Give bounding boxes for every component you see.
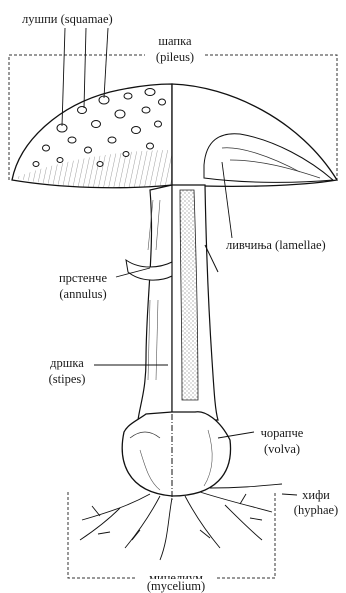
label-volva-sr: чорапче [254,426,310,440]
label-pileus-sr: шапка [145,34,205,48]
cap-left [12,84,172,188]
label-stipes-la: (stipes) [40,372,94,386]
stem-left [126,185,172,420]
label-hyphae-la: (hyphae) [288,503,344,517]
label-hyphae-sr: хифи [288,488,344,502]
label-annulus-sr: прстенче [52,271,114,285]
stem-right [172,185,218,420]
label-squamae: лушпи (squamae) [22,12,113,26]
label-mycelium-la: (mycelium) [136,579,216,593]
cap-right [172,84,337,186]
label-lamellae: ливчиња (lamellae) [226,238,326,252]
label-annulus-la: (annulus) [52,287,114,301]
label-volva-la: (volva) [254,442,310,456]
label-stipes-sr: дршка [40,356,94,370]
label-pileus-la: (pileus) [145,50,205,64]
volva [122,412,230,496]
